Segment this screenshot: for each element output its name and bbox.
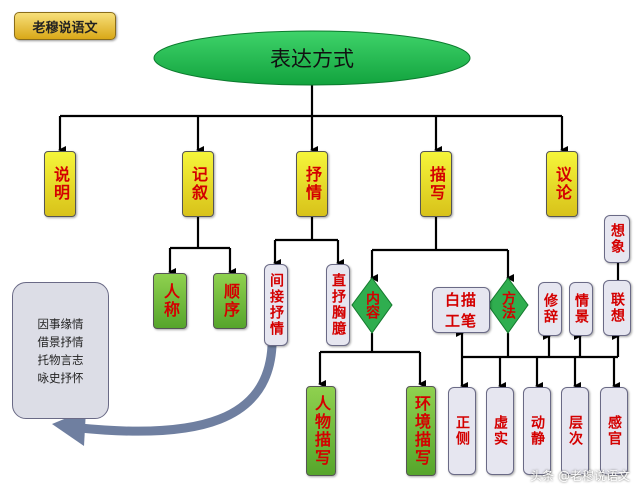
method-line: 托物言志 (37, 352, 84, 367)
node-rhetoric: 修辞 (538, 282, 562, 336)
node-association: 联想 (603, 280, 631, 336)
content-label: 内容 (364, 291, 380, 319)
node-description: 描写 (420, 151, 452, 217)
node-order: 顺序 (213, 273, 247, 329)
diamond-method (487, 277, 529, 334)
node-direct-indirect: 正侧 (448, 387, 476, 475)
method-line: 因事缘情 (37, 316, 84, 331)
fine-brush-label: 工笔 (444, 312, 477, 330)
node-lyric: 抒情 (296, 151, 328, 217)
node-direct-lyric: 直抒胸臆 (326, 264, 350, 346)
method-line: 咏史抒怀 (37, 370, 84, 385)
node-real-virtual: 虚实 (486, 387, 514, 475)
watermark: 头条 @老穆说语文 (530, 469, 630, 483)
node-explanation: 说明 (44, 151, 76, 217)
root-ellipse (153, 30, 471, 86)
method-line: 借景抒情 (37, 334, 84, 349)
diamond-content (351, 277, 393, 334)
node-layering: 层次 (561, 387, 589, 475)
node-person: 人称 (153, 273, 187, 329)
node-motion-stillness: 动静 (523, 387, 551, 475)
indirect-lyric-methods: 因事缘情 借景抒情 托物言志 咏史抒怀 (12, 282, 109, 419)
method-label: 方法 (500, 291, 516, 319)
node-environment-description: 环境描写 (406, 386, 436, 476)
node-sketch-fine: 白描 工笔 (432, 287, 490, 333)
node-imagination: 想象 (604, 215, 630, 263)
sketch-label: 白描 (444, 291, 477, 309)
author-badge: 老穆说语文 (14, 12, 116, 40)
node-scene: 情景 (569, 282, 593, 336)
node-character-description: 人物描写 (306, 386, 336, 476)
node-indirect-lyric: 间接抒情 (264, 264, 288, 346)
curved-arrow-head (52, 410, 86, 446)
node-senses: 感官 (600, 387, 628, 475)
curved-arrow (75, 341, 277, 436)
node-narration: 记叙 (182, 151, 214, 217)
root-label: 表达方式 (270, 47, 354, 71)
node-argument: 议论 (546, 151, 578, 217)
